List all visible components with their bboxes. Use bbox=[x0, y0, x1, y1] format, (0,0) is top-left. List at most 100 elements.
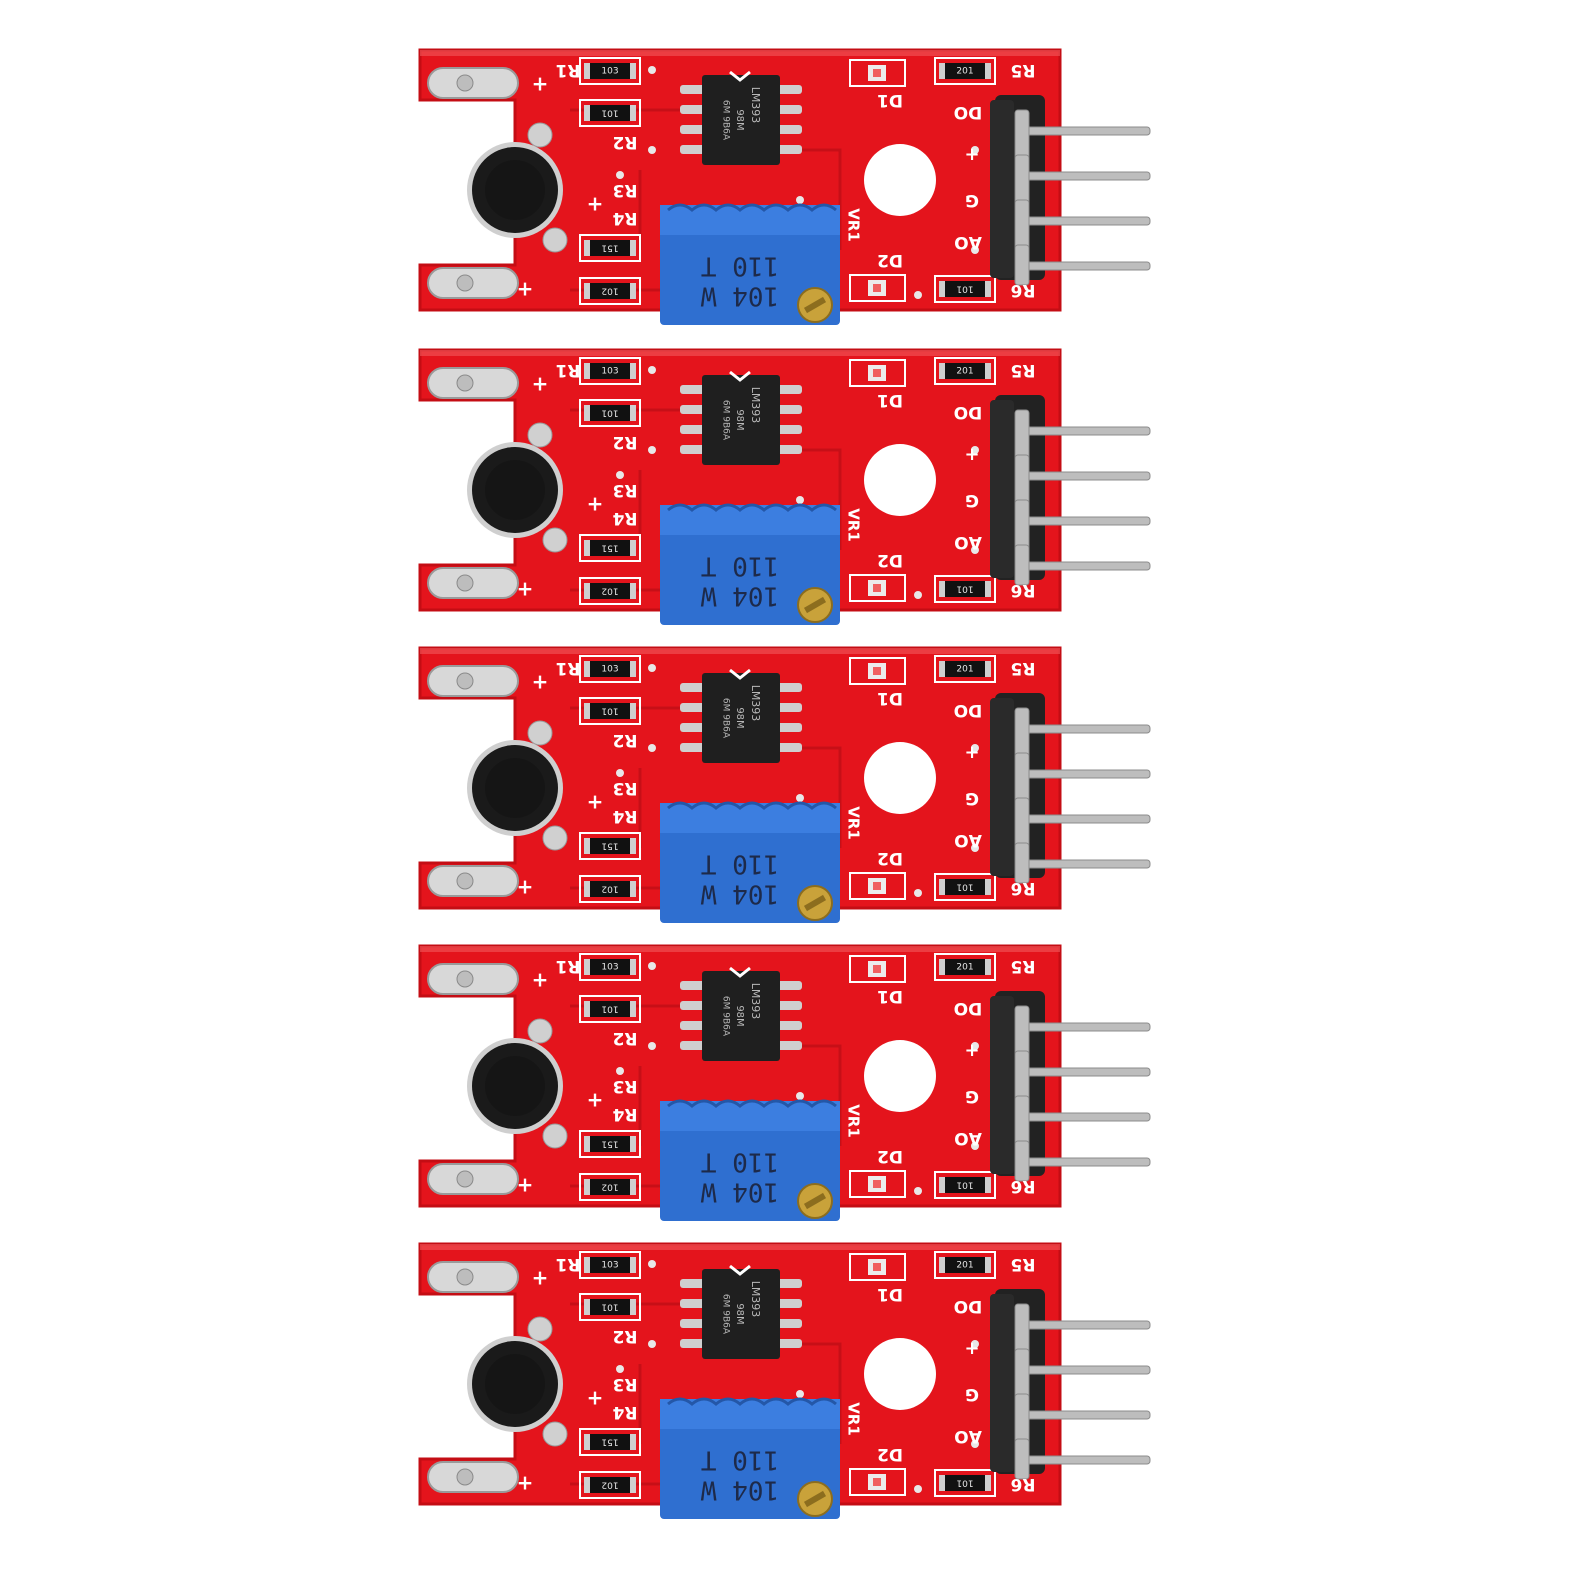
label-r6: R6 bbox=[1011, 878, 1036, 898]
pot-marking-1: 110 T bbox=[701, 251, 780, 281]
label-vr1: VR1 bbox=[845, 208, 863, 242]
label-do: DO bbox=[954, 998, 983, 1018]
label-d2: D2 bbox=[877, 550, 903, 570]
label-d2: D2 bbox=[877, 1444, 903, 1464]
resistor-code-r6: 101 bbox=[956, 1478, 973, 1488]
chip-marking-3: 6M 9B6A bbox=[721, 1294, 731, 1335]
label-vr1: VR1 bbox=[845, 1402, 863, 1436]
resistor-code-r2: 101 bbox=[601, 408, 618, 418]
resistor-code-r3: 102 bbox=[601, 1182, 618, 1192]
label-plus-mid: + bbox=[587, 192, 604, 216]
label-r1: R1 bbox=[556, 956, 581, 976]
label-vr1: VR1 bbox=[845, 508, 863, 542]
label-d1: D1 bbox=[877, 688, 903, 708]
label-d1: D1 bbox=[877, 1284, 903, 1304]
label-vr1: VR1 bbox=[845, 806, 863, 840]
label-r2: R2 bbox=[613, 132, 638, 152]
label-r4: R4 bbox=[612, 1104, 637, 1124]
resistor-code-r5: 201 bbox=[956, 67, 973, 77]
pot-marking-2: 104 W bbox=[701, 879, 780, 909]
label-d1: D1 bbox=[877, 90, 903, 110]
resistor-code-r6: 101 bbox=[956, 284, 973, 294]
pot-marking-2: 104 W bbox=[701, 1177, 780, 1207]
label-do: DO bbox=[954, 102, 983, 122]
resistor-code-r4: 151 bbox=[601, 841, 618, 851]
chip-marking-1: LM393 bbox=[749, 87, 762, 124]
resistor-code-r1: 103 bbox=[601, 67, 618, 77]
resistor-code-r4: 151 bbox=[601, 543, 618, 553]
label-plus-bot: + bbox=[517, 875, 534, 899]
label-g: G bbox=[965, 1384, 979, 1404]
label-plus-mid: + bbox=[587, 790, 604, 814]
label-r1: R1 bbox=[556, 1254, 581, 1274]
chip-marking-2: 98M bbox=[734, 1303, 745, 1324]
label-r2: R2 bbox=[613, 432, 638, 452]
chip-marking-3: 6M 9B6A bbox=[721, 400, 731, 441]
chip-marking-1: LM393 bbox=[749, 685, 762, 722]
resistor-code-r1: 103 bbox=[601, 665, 618, 675]
label-r5: R5 bbox=[1011, 658, 1036, 678]
label-d2: D2 bbox=[877, 1146, 903, 1166]
label-r4: R4 bbox=[612, 806, 637, 826]
label-r5: R5 bbox=[1011, 1254, 1036, 1274]
label-r3: R3 bbox=[613, 1374, 638, 1394]
chip-marking-3: 6M 9B6A bbox=[721, 698, 731, 739]
chip-marking-1: LM393 bbox=[749, 1281, 762, 1318]
label-plus-top: + bbox=[532, 372, 549, 396]
label-plus-bot: + bbox=[517, 277, 534, 301]
label-r2: R2 bbox=[613, 730, 638, 750]
label-plus: + bbox=[964, 444, 979, 465]
label-plus: + bbox=[964, 742, 979, 763]
label-g: G bbox=[965, 490, 979, 510]
resistor-code-r4: 151 bbox=[601, 1139, 618, 1149]
label-r1: R1 bbox=[556, 658, 581, 678]
label-ao: AO bbox=[954, 232, 982, 252]
label-plus-top: + bbox=[532, 968, 549, 992]
label-r5: R5 bbox=[1011, 60, 1036, 80]
label-do: DO bbox=[954, 1296, 983, 1316]
label-g: G bbox=[965, 1086, 979, 1106]
label-r6: R6 bbox=[1011, 1474, 1036, 1494]
label-r1: R1 bbox=[556, 60, 581, 80]
label-plus-mid: + bbox=[587, 492, 604, 516]
resistor-code-r3: 102 bbox=[601, 286, 618, 296]
label-ao: AO bbox=[954, 532, 982, 552]
pot-marking-1: 110 T bbox=[701, 551, 780, 581]
resistor-code-r5: 201 bbox=[956, 963, 973, 973]
pot-marking-1: 110 T bbox=[701, 849, 780, 879]
label-plus-bot: + bbox=[517, 577, 534, 601]
chip-marking-1: LM393 bbox=[749, 387, 762, 424]
chip-marking-2: 98M bbox=[734, 1005, 745, 1026]
resistor-code-r4: 151 bbox=[601, 1437, 618, 1447]
resistor-code-r3: 102 bbox=[601, 586, 618, 596]
label-plus-bot: + bbox=[517, 1173, 534, 1197]
label-r2: R2 bbox=[613, 1326, 638, 1346]
chip-marking-2: 98M bbox=[734, 109, 745, 130]
resistor-code-r6: 101 bbox=[956, 1180, 973, 1190]
resistor-code-r1: 103 bbox=[601, 367, 618, 377]
chip-marking-1: LM393 bbox=[749, 983, 762, 1020]
resistor-code-r4: 151 bbox=[601, 243, 618, 253]
label-g: G bbox=[965, 190, 979, 210]
label-d2: D2 bbox=[877, 250, 903, 270]
label-r5: R5 bbox=[1011, 360, 1036, 380]
resistor-code-r2: 101 bbox=[601, 1302, 618, 1312]
label-r2: R2 bbox=[613, 1028, 638, 1048]
pot-marking-2: 104 W bbox=[701, 281, 780, 311]
label-plus-top: + bbox=[532, 670, 549, 694]
pot-marking-2: 104 W bbox=[701, 1475, 780, 1505]
label-plus-top: + bbox=[532, 1266, 549, 1290]
label-r3: R3 bbox=[613, 480, 638, 500]
label-ao: AO bbox=[954, 1128, 982, 1148]
label-g: G bbox=[965, 788, 979, 808]
label-plus-mid: + bbox=[587, 1088, 604, 1112]
resistor-code-r5: 201 bbox=[956, 367, 973, 377]
label-do: DO bbox=[954, 402, 983, 422]
label-plus-mid: + bbox=[587, 1386, 604, 1410]
resistor-code-r5: 201 bbox=[956, 665, 973, 675]
